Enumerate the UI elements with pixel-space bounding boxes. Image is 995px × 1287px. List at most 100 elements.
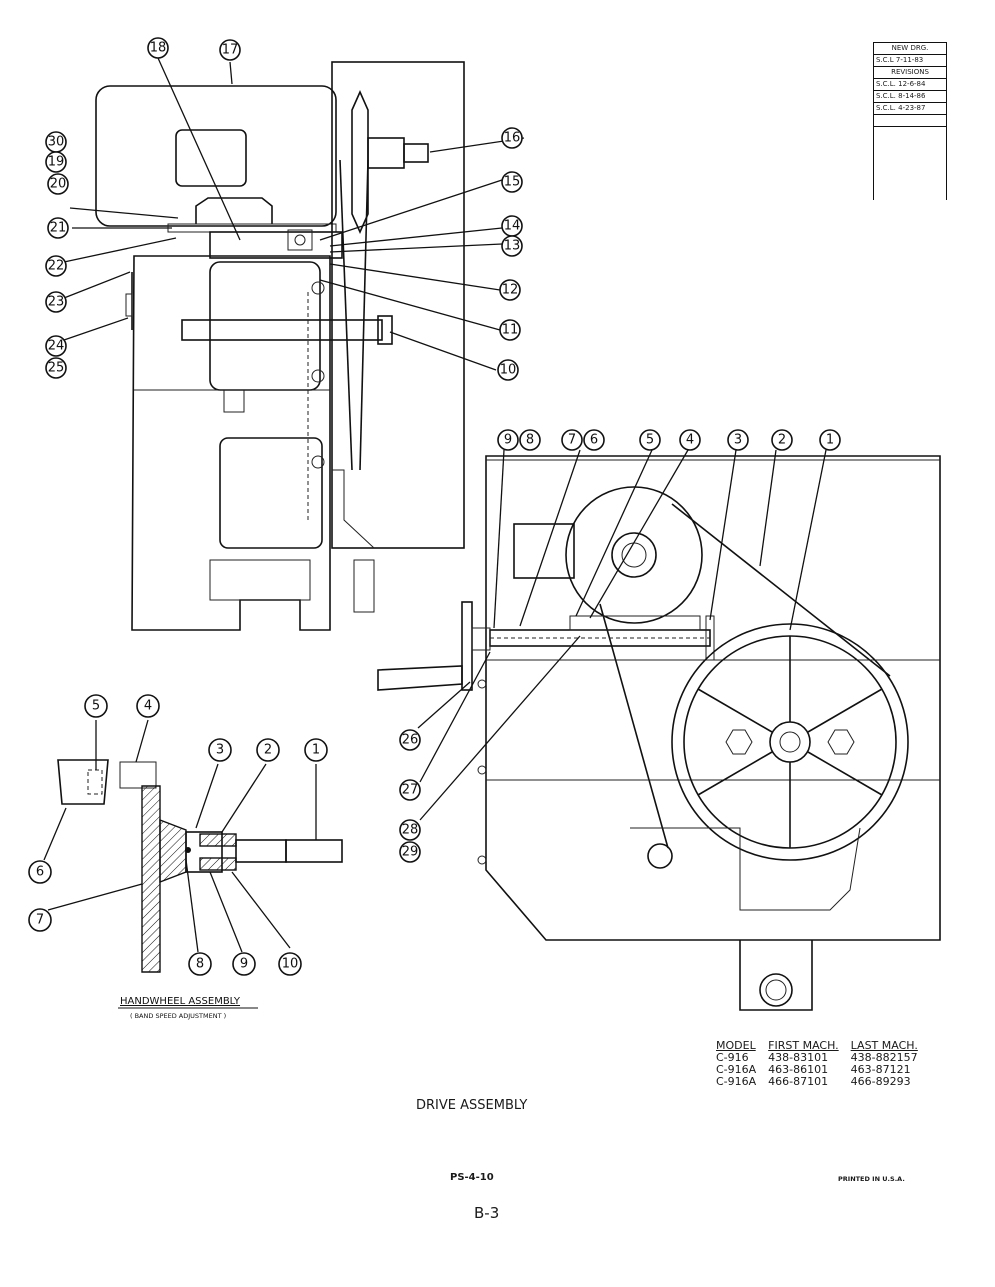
hw-callout-9: 9 bbox=[232, 952, 256, 976]
svg-text:20: 20 bbox=[50, 177, 67, 192]
svg-text:1: 1 bbox=[826, 433, 834, 448]
svg-text:3: 3 bbox=[734, 433, 742, 448]
last-mach-header: LAST MACH. bbox=[850, 1039, 918, 1052]
callout-3: 3 bbox=[727, 429, 749, 451]
callout-28: 28 bbox=[399, 819, 421, 841]
drawing-number: PS-4-10 bbox=[450, 1172, 494, 1183]
callout-12: 12 bbox=[499, 279, 521, 301]
svg-text:8: 8 bbox=[526, 433, 534, 448]
svg-text:7: 7 bbox=[568, 433, 576, 448]
revision-entry: S.C.L. 4-23-87 bbox=[874, 103, 946, 115]
svg-text:2: 2 bbox=[778, 433, 786, 448]
revision-entry-blank bbox=[874, 115, 946, 127]
svg-text:1: 1 bbox=[312, 743, 320, 758]
callout-9: 9 bbox=[497, 429, 519, 451]
callout-10: 10 bbox=[497, 359, 519, 381]
hw-callout-1: 1 bbox=[304, 738, 328, 762]
callout-8: 8 bbox=[519, 429, 541, 451]
svg-text:4: 4 bbox=[144, 699, 152, 714]
handwheel-title: HANDWHEEL ASSEMBLY bbox=[120, 996, 241, 1007]
svg-text:14: 14 bbox=[504, 219, 521, 234]
svg-text:5: 5 bbox=[646, 433, 654, 448]
hw-callout-2: 2 bbox=[256, 738, 280, 762]
motor-body bbox=[95, 85, 337, 227]
svg-text:23: 23 bbox=[48, 295, 65, 310]
svg-text:5: 5 bbox=[92, 699, 100, 714]
svg-text:10: 10 bbox=[282, 957, 299, 972]
svg-text:9: 9 bbox=[240, 957, 248, 972]
handwheel-assembly bbox=[57, 759, 343, 973]
callout-29: 29 bbox=[399, 841, 421, 863]
callout-17: 17 bbox=[219, 39, 241, 61]
side-view bbox=[95, 61, 465, 631]
svg-text:15: 15 bbox=[504, 175, 521, 190]
front-frame bbox=[485, 455, 941, 941]
svg-text:12: 12 bbox=[502, 283, 519, 298]
front-view bbox=[377, 455, 941, 1011]
svg-text:8: 8 bbox=[196, 957, 204, 972]
callout-19: 19 bbox=[45, 151, 67, 173]
callout-27: 27 bbox=[399, 779, 421, 801]
band-wheel bbox=[671, 623, 909, 861]
svg-text:16: 16 bbox=[504, 131, 521, 146]
drive-belt bbox=[671, 503, 891, 677]
svg-text:18: 18 bbox=[150, 41, 167, 56]
svg-text:10: 10 bbox=[500, 363, 517, 378]
svg-text:9: 9 bbox=[504, 433, 512, 448]
svg-text:17: 17 bbox=[222, 43, 239, 58]
revision-entry: S.C.L. 8-14-86 bbox=[874, 91, 946, 103]
hw-callout-8: 8 bbox=[188, 952, 212, 976]
model-cell: C-916A bbox=[716, 1063, 757, 1076]
callout-2: 2 bbox=[771, 429, 793, 451]
callout-24: 24 bbox=[45, 335, 67, 357]
callout-23: 23 bbox=[45, 291, 67, 313]
callout-15: 15 bbox=[501, 171, 523, 193]
callout-22: 22 bbox=[45, 255, 67, 277]
last-mach-cell: 463-87121 bbox=[850, 1063, 911, 1076]
callout-21: 21 bbox=[47, 217, 69, 239]
hw-callout-3: 3 bbox=[208, 738, 232, 762]
svg-text:6: 6 bbox=[36, 865, 44, 880]
callout-11: 11 bbox=[499, 319, 521, 341]
table-row: C-916A 466-87101 466-89293 bbox=[716, 1076, 930, 1088]
drawing-title: DRIVE ASSEMBLY bbox=[416, 1098, 528, 1113]
drive-pulley bbox=[565, 486, 703, 624]
callout-18: 18 bbox=[147, 37, 169, 59]
callout-26: 26 bbox=[399, 729, 421, 751]
callout-13: 13 bbox=[501, 235, 523, 257]
callout-30: 30 bbox=[45, 131, 67, 153]
model-cell: C-916A bbox=[716, 1075, 757, 1088]
revisions-label: REVISIONS bbox=[874, 67, 946, 79]
svg-text:19: 19 bbox=[48, 155, 65, 170]
motor-window bbox=[175, 129, 247, 187]
new-drg-entry: S.C.L 7-11-83 bbox=[874, 55, 946, 67]
callout-7: 7 bbox=[561, 429, 583, 451]
hw-callout-5: 5 bbox=[84, 694, 108, 718]
revision-block: NEW DRG. S.C.L 7-11-83 REVISIONS S.C.L. … bbox=[873, 42, 947, 200]
first-mach-cell: 466-87101 bbox=[768, 1075, 829, 1088]
callout-14: 14 bbox=[501, 215, 523, 237]
motor-pulley bbox=[351, 90, 369, 234]
handwheel-callouts: 5 4 3 2 1 6 7 8 9 10 bbox=[28, 694, 328, 976]
callout-1: 1 bbox=[819, 429, 841, 451]
callout-6: 6 bbox=[583, 429, 605, 451]
svg-text:7: 7 bbox=[36, 913, 44, 928]
leader-lines bbox=[43, 57, 827, 953]
hw-callout-10: 10 bbox=[278, 952, 302, 976]
svg-text:21: 21 bbox=[50, 221, 67, 236]
svg-text:11: 11 bbox=[502, 323, 519, 338]
side-view-callouts: 30 19 20 21 22 23 24 25 18 17 16 15 14 1… bbox=[45, 37, 523, 381]
callout-25: 25 bbox=[45, 357, 67, 379]
svg-text:24: 24 bbox=[48, 339, 65, 354]
printed-in-usa: PRINTED IN U.S.A. bbox=[838, 1175, 905, 1183]
svg-text:4: 4 bbox=[686, 433, 694, 448]
svg-text:25: 25 bbox=[48, 361, 65, 376]
callout-5: 5 bbox=[639, 429, 661, 451]
column-frame bbox=[131, 255, 331, 631]
svg-text:13: 13 bbox=[504, 239, 521, 254]
first-mach-cell: 438-83101 bbox=[768, 1051, 829, 1064]
svg-text:22: 22 bbox=[48, 259, 65, 274]
model-header: MODEL bbox=[716, 1039, 756, 1052]
new-drg-label: NEW DRG. bbox=[874, 42, 946, 55]
